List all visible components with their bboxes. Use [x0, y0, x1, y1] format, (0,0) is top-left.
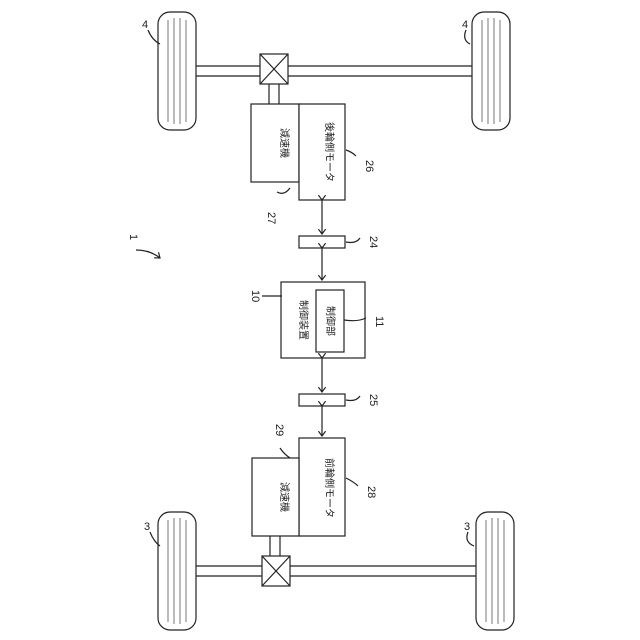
rear-differential — [260, 54, 288, 84]
front-differential — [262, 556, 290, 586]
system-ref: 1 — [127, 234, 139, 240]
control-unit-label: 制御部 — [324, 306, 337, 336]
rear-left-wheel — [158, 12, 196, 130]
controller-ref: 10 — [249, 290, 261, 302]
rear-left-wheel-ref: 4 — [142, 19, 148, 31]
front-motor-label: 前輪側モータ — [323, 458, 336, 518]
rear-right-wheel-ref: 4 — [462, 19, 468, 31]
front-left-wheel — [158, 512, 196, 630]
front-right-wheel-ref: 3 — [464, 521, 470, 533]
control-unit-ref: 11 — [373, 316, 385, 327]
front-motor-box — [299, 438, 345, 536]
rear-reducer-box — [251, 104, 299, 182]
rear-motor-box — [299, 104, 345, 200]
front-inverter-ref: 25 — [367, 394, 379, 406]
rear-inverter-box — [299, 236, 345, 248]
front-right-wheel — [476, 512, 514, 630]
front-reducer-label: 減速機 — [278, 482, 291, 512]
front-left-wheel-ref: 3 — [144, 521, 150, 533]
rear-motor-label: 後輪側モータ — [323, 122, 336, 182]
rear-reducer-ref: 27 — [265, 212, 277, 224]
rear-motor-ref: 26 — [363, 160, 375, 172]
rear-inverter-ref: 24 — [367, 236, 379, 248]
controller-label: 制御装置 — [297, 300, 310, 340]
front-reducer-ref: 29 — [273, 424, 285, 436]
front-motor-ref: 28 — [365, 486, 377, 498]
front-reducer-box — [252, 458, 299, 536]
rear-right-wheel — [472, 12, 510, 130]
rear-reducer-label: 減速機 — [278, 128, 291, 158]
front-inverter-box — [299, 394, 345, 406]
